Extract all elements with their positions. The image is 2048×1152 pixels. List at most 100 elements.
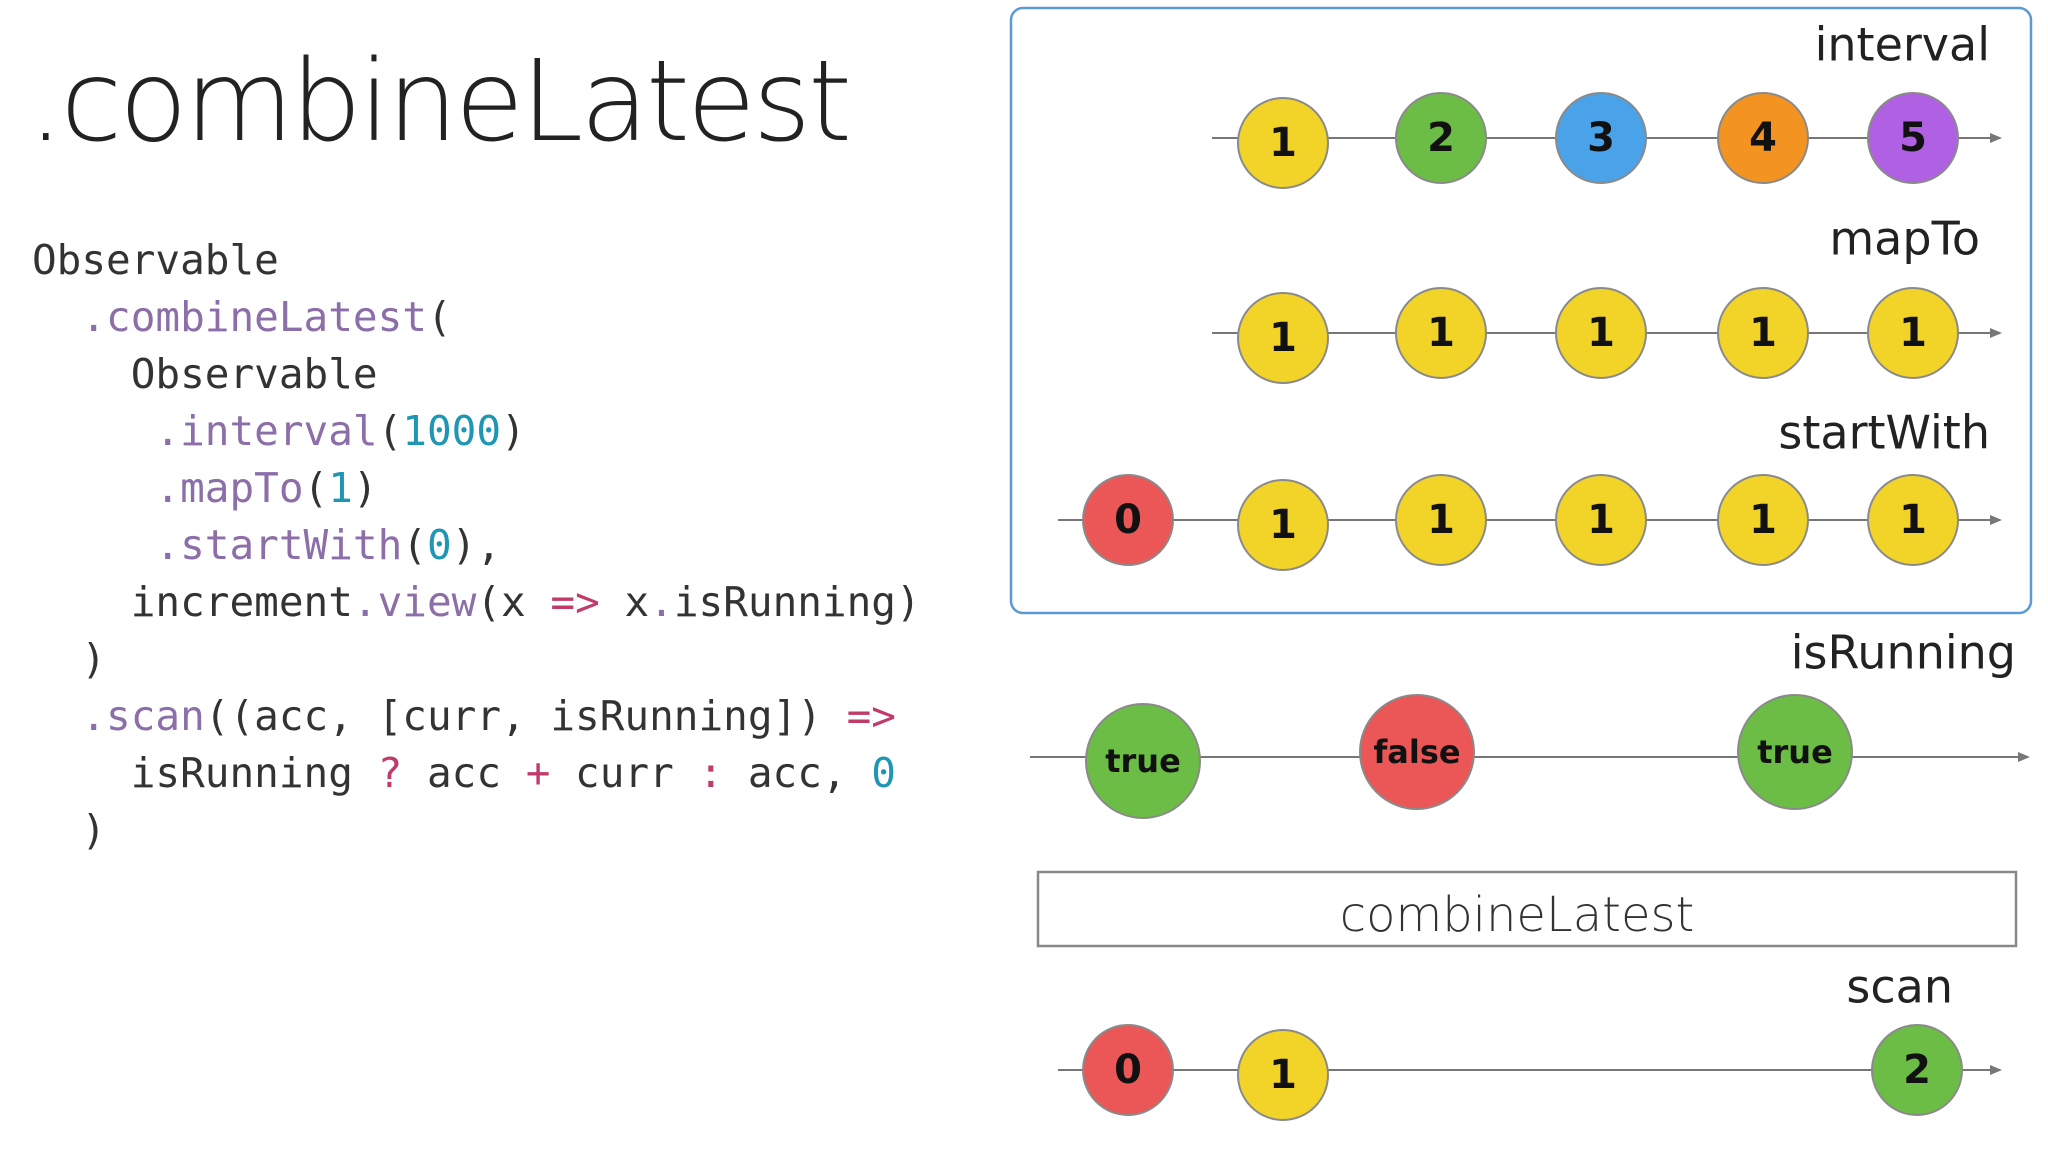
code-line: isRunning ? acc + curr : acc, 0: [32, 749, 896, 797]
marble: 5: [1867, 92, 1959, 184]
marble-circle: [1359, 694, 1475, 810]
stream-isrunning: isRunning true false true: [1030, 626, 2030, 819]
marble: 1: [1395, 287, 1487, 379]
marble-value: 4: [1749, 115, 1777, 161]
marble-circle: [1237, 292, 1329, 384]
marble-value: 1: [1269, 120, 1297, 166]
marble-circle: [1395, 287, 1487, 379]
marble-value: 1: [1899, 497, 1927, 543]
code-token: acc: [402, 749, 526, 797]
marble-circle: [1867, 92, 1959, 184]
operator-label: combineLatest: [1340, 887, 1695, 943]
marble: 1: [1717, 287, 1809, 379]
marble-value: 1: [1427, 310, 1455, 356]
code-token: ?: [377, 749, 403, 797]
code-token: ),: [451, 521, 502, 569]
marble: true: [1085, 703, 1201, 819]
operator-box: [1036, 870, 2018, 948]
marble-circle: [1717, 287, 1809, 379]
stream-label: startWith: [1778, 406, 1990, 460]
code-line: increment.view(x => x.isRunning): [32, 578, 921, 626]
code-token: .interval: [155, 407, 378, 455]
marble-circle: [1737, 694, 1853, 810]
timeline-arrow-icon: [1990, 515, 2002, 525]
marble-value: 0: [1114, 1047, 1142, 1093]
marble-value: 3: [1587, 115, 1615, 161]
marble-value: 1: [1749, 310, 1777, 356]
timeline-arrow-icon: [2018, 752, 2030, 762]
code-token: (: [303, 464, 329, 512]
code-token: Observable: [32, 350, 378, 398]
code-token: acc,: [723, 749, 872, 797]
code-token: :: [698, 749, 724, 797]
marble-circle: [1237, 1029, 1329, 1121]
code-token: ): [352, 464, 378, 512]
marble-circle: [1555, 287, 1647, 379]
code-token: Observable: [32, 236, 279, 284]
code-token: (: [426, 293, 452, 341]
marble-value: true: [1105, 742, 1181, 780]
code-line: Observable: [32, 236, 279, 284]
marble-circle: [1867, 287, 1959, 379]
code-token: x: [599, 578, 650, 626]
marble-circle: [1237, 479, 1329, 571]
marble: 1: [1237, 479, 1329, 571]
marble-value: true: [1757, 733, 1833, 771]
marble: 1: [1867, 474, 1959, 566]
marble: 2: [1871, 1024, 1963, 1116]
stream-label: scan: [1846, 960, 1953, 1014]
marble: 0: [1082, 474, 1174, 566]
code-token: ): [501, 407, 526, 455]
code-token: =>: [846, 692, 896, 740]
marble: 3: [1555, 92, 1647, 184]
marble-value: 1: [1269, 502, 1297, 548]
code-token: ): [32, 635, 107, 683]
code-block: Observable .combineLatest( Observable .i…: [32, 232, 921, 859]
code-token: .mapTo: [155, 464, 304, 512]
marble-value: 1: [1269, 315, 1297, 361]
code-line: ): [32, 806, 106, 854]
marble: 1: [1237, 97, 1329, 189]
marble-value: 0: [1114, 497, 1142, 543]
marble-circle: [1555, 92, 1647, 184]
marble-value: 5: [1899, 115, 1927, 161]
stream-label: mapTo: [1829, 212, 1980, 266]
marble-value: 2: [1427, 115, 1455, 161]
stream-label: isRunning: [1791, 626, 2016, 680]
marble-value: 1: [1587, 497, 1615, 543]
marble-value: 2: [1903, 1047, 1931, 1093]
stream-interval: interval 1 2 3 4 5: [1212, 18, 2002, 189]
marble-circle: [1395, 92, 1487, 184]
code-token: curr: [550, 749, 699, 797]
code-token: +: [525, 749, 551, 797]
code-token: =>: [550, 578, 600, 626]
marble: 1: [1237, 1029, 1329, 1121]
marble: 0: [1082, 1024, 1174, 1116]
marble-value: false: [1373, 733, 1460, 771]
code-token: 1: [328, 464, 353, 512]
marble: true: [1737, 694, 1853, 810]
marble-circle: [1717, 92, 1809, 184]
marble: 1: [1867, 287, 1959, 379]
marble-circle: [1082, 474, 1174, 566]
code-line: .interval(1000): [32, 407, 526, 455]
code-token: 0: [426, 521, 452, 569]
timeline-arrow-icon: [1990, 1065, 2002, 1075]
code-token: ): [32, 806, 107, 854]
code-line: ): [32, 635, 106, 683]
code-token: 1000: [402, 407, 502, 455]
code-token: .view: [352, 578, 477, 626]
code-line: Observable: [32, 350, 378, 398]
marble-circle: [1867, 474, 1959, 566]
code-token: 0: [871, 749, 896, 797]
timeline-arrow-icon: [1990, 133, 2002, 143]
marble: 1: [1717, 474, 1809, 566]
stream-label: interval: [1815, 18, 1990, 72]
marble: false: [1359, 694, 1475, 810]
stream-scan: scan 0 1 2: [1058, 960, 2002, 1121]
code-token: .scan: [81, 692, 205, 740]
marble: 4: [1717, 92, 1809, 184]
code-token: isRunning: [32, 749, 378, 797]
